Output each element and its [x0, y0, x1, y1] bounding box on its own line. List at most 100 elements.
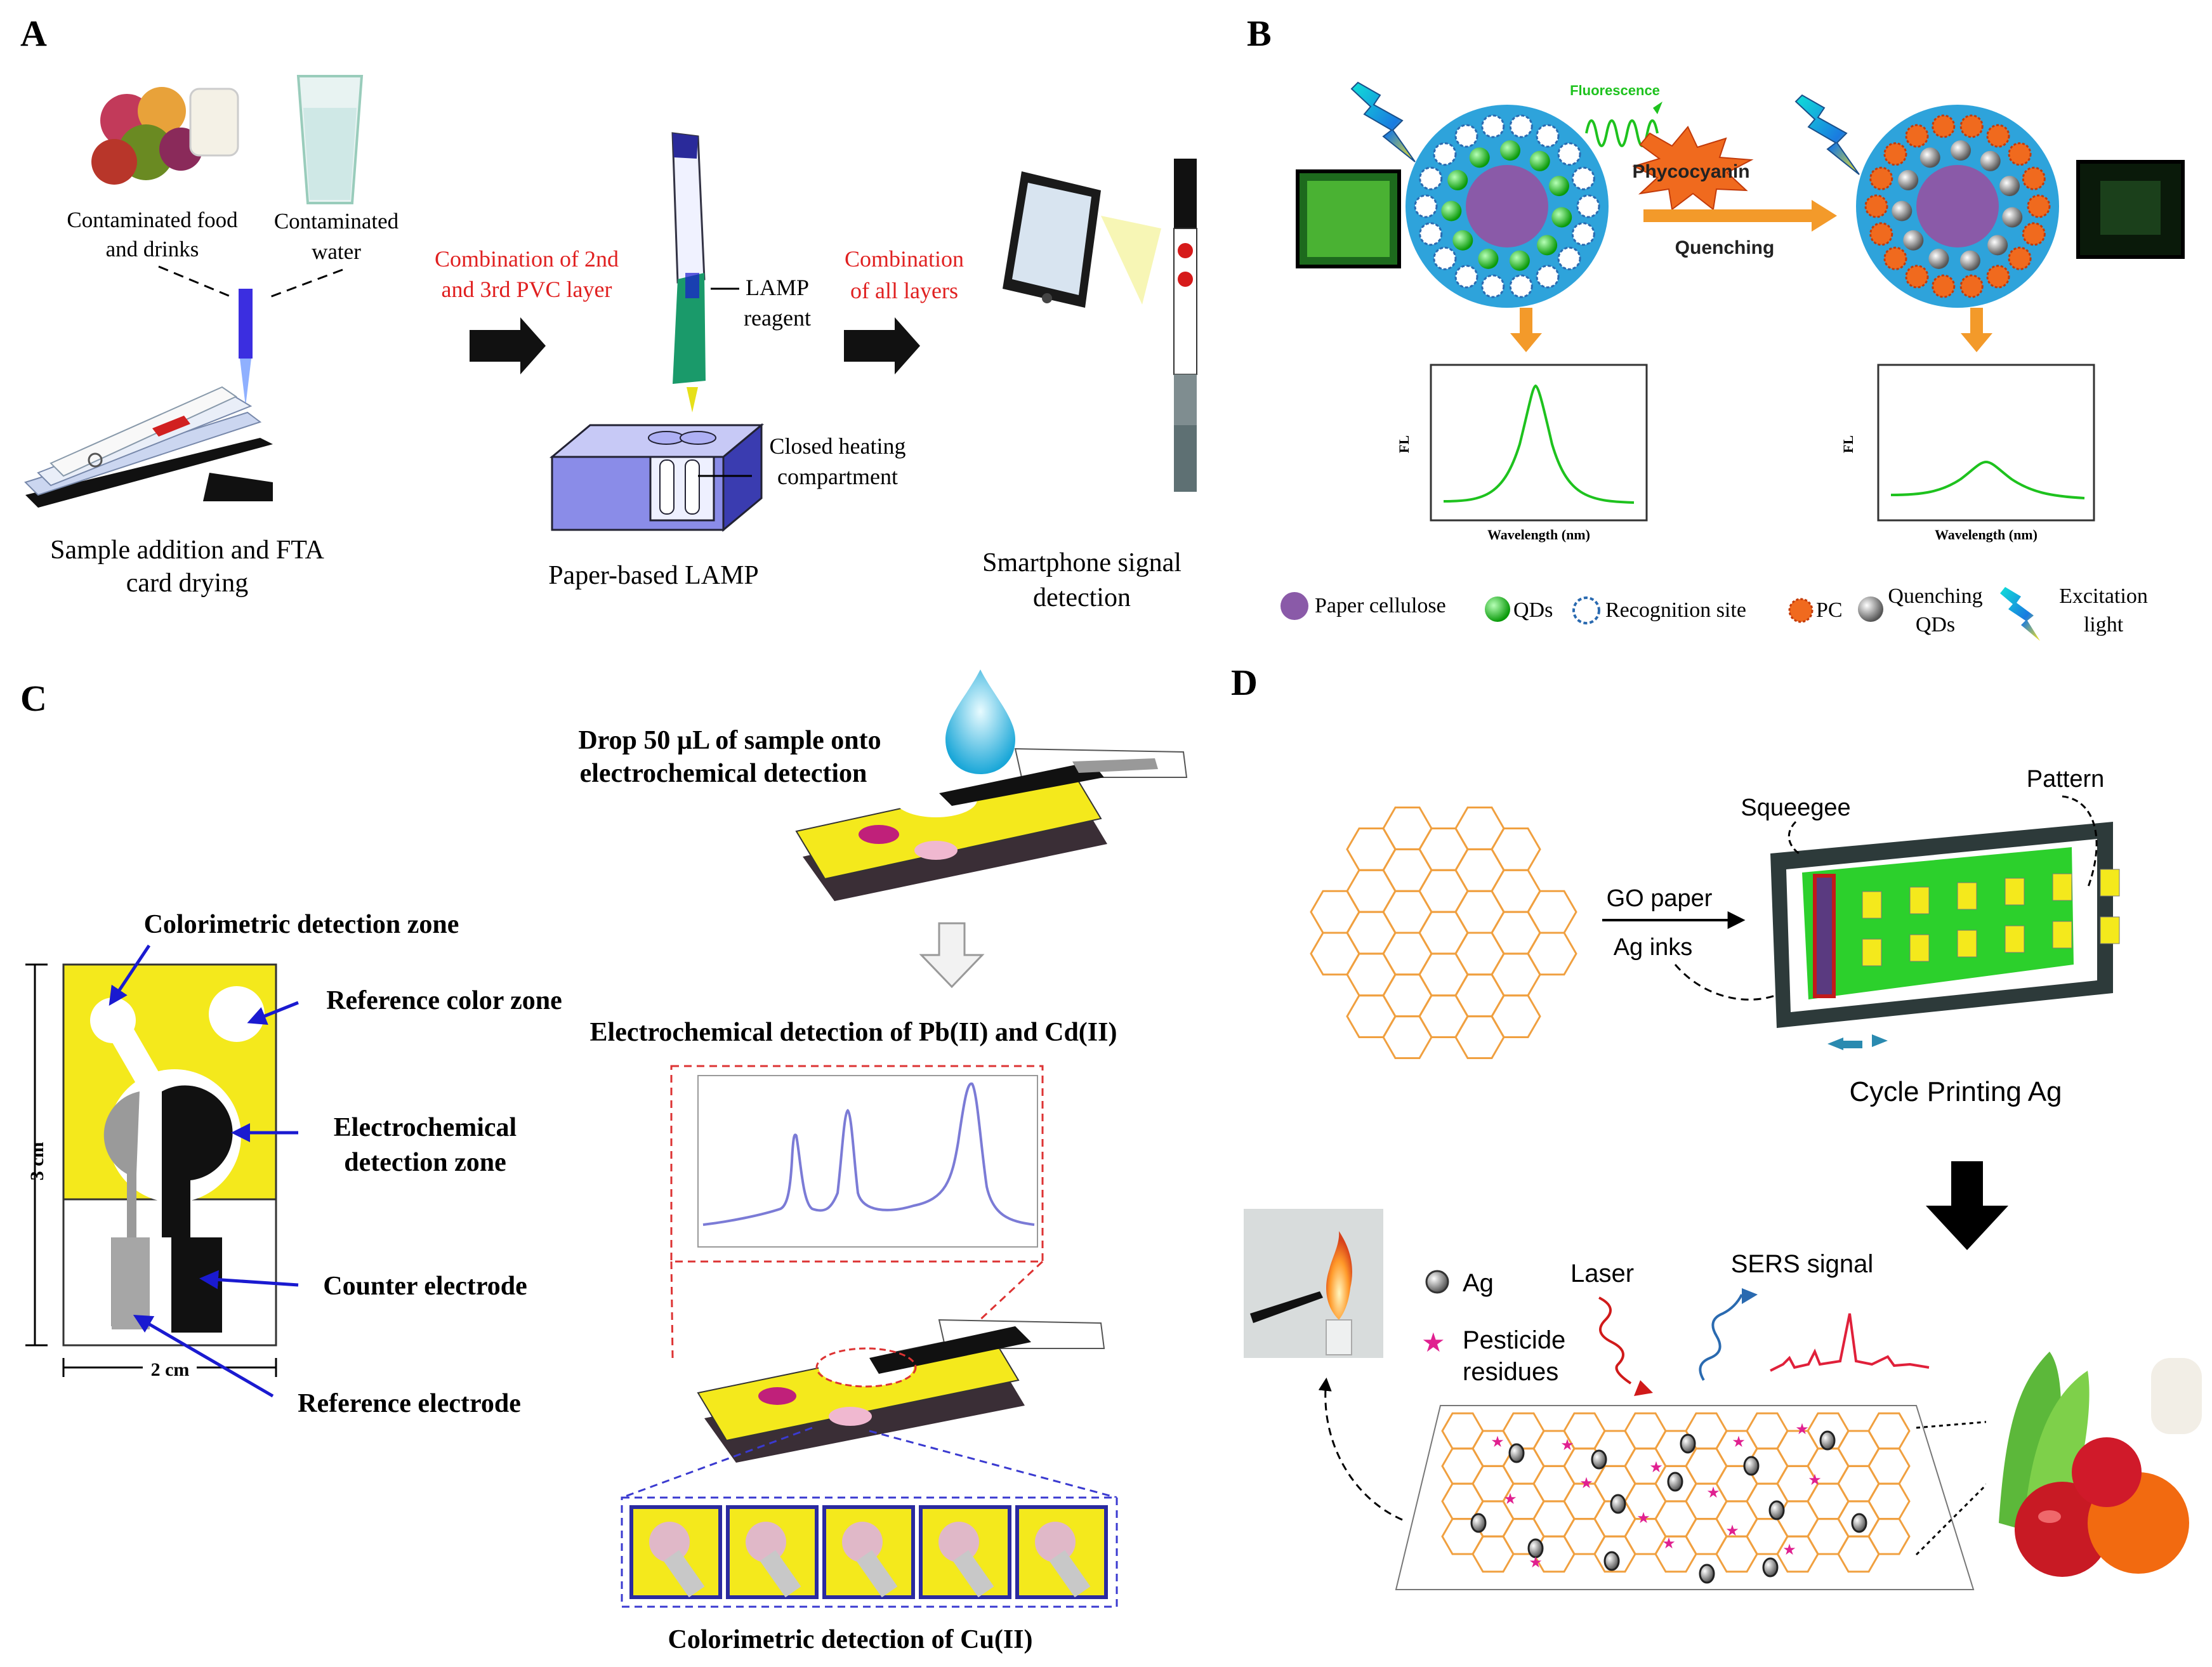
- panel-c: C 3 cm 2 cm Colorimetric detection: [20, 669, 1188, 1654]
- panel-c-letter: C: [20, 678, 47, 719]
- sers-substrate: ★★★★★★★★★★★★★★: [1395, 1405, 1975, 1590]
- fluorescence-label: Fluorescence: [1570, 82, 1660, 98]
- excitation-bolt-icon: [1350, 81, 1416, 162]
- dim-width-label: 2 cm: [151, 1359, 190, 1380]
- colorimetric-zone-label: Colorimetric detection zone: [144, 910, 459, 939]
- legend-recognition: Recognition site: [1605, 598, 1746, 622]
- pesticide-star: ★: [1706, 1485, 1720, 1501]
- sensor-schematic: [62, 963, 277, 1347]
- step2-label: Paper-based LAMP: [548, 561, 759, 590]
- pesticide-star: ★: [1529, 1555, 1543, 1571]
- go-paper-label: GO paper: [1607, 885, 1713, 912]
- device-bottom: [697, 1319, 1105, 1463]
- water-drop-icon: [945, 669, 1015, 774]
- legend-paper: Paper cellulose: [1315, 594, 1446, 617]
- pesticide-label-1: Pesticide: [1463, 1326, 1565, 1354]
- pesticide-star: ★: [1636, 1510, 1650, 1527]
- pesticide-star: ★: [1808, 1472, 1822, 1489]
- sers-spectrum: [1770, 1313, 1930, 1372]
- counter-electrode-label: Counter electrode: [323, 1272, 527, 1301]
- big-down-arrow: [1926, 1161, 2008, 1250]
- panel-a-letter: A: [20, 13, 47, 54]
- pesticide-star: ★: [1649, 1459, 1663, 1476]
- electrochem-zone-label-1: Electrochemical: [334, 1113, 517, 1142]
- step1-label-2: card drying: [126, 569, 248, 598]
- down-arrow-left: [1510, 308, 1542, 352]
- printing-frame: [1770, 822, 2120, 1050]
- voltammogram: [670, 1065, 1044, 1263]
- legend-excitation-icon: [2000, 587, 2040, 641]
- pesticide-star: ★: [1795, 1421, 1809, 1438]
- water-label-2: water: [312, 239, 361, 264]
- fruit-icon: [91, 87, 239, 185]
- electrochem-zone-label-2: detection zone: [344, 1148, 506, 1177]
- colorimetric-cu-label: Colorimetric detection of Cu(II): [668, 1625, 1033, 1654]
- pesticide-star: ★: [1662, 1536, 1676, 1552]
- cycle-printing-label: Cycle Printing Ag: [1849, 1076, 2062, 1107]
- pipette-icon: [239, 289, 253, 406]
- comb1-label-1: Combination of 2nd: [435, 246, 619, 272]
- laser-label: Laser: [1570, 1260, 1634, 1288]
- fl-axis-label-2: FL: [1840, 435, 1856, 453]
- pesticide-star: ★: [1491, 1434, 1504, 1451]
- reference-electrode-label: Reference electrode: [298, 1389, 521, 1418]
- step1-label-1: Sample addition and FTA: [50, 536, 324, 565]
- phycocyanin-label: Phycocyanin: [1632, 161, 1749, 182]
- closed-heating-1: Closed heating: [770, 433, 906, 459]
- panel-a: A Contaminated food and drinks Contamina…: [20, 13, 1197, 612]
- heating-box: [549, 423, 765, 532]
- ag-legend-label: Ag: [1463, 1269, 1494, 1297]
- pesticide-star: ★: [1782, 1542, 1796, 1558]
- laser-wave: [1598, 1296, 1632, 1385]
- fl-plot-before: FL Wavelength (nm): [1396, 364, 1648, 543]
- colorimetric-strip: [621, 1496, 1118, 1608]
- comb1-label-2: and 3rd PVC layer: [442, 277, 612, 302]
- legend-excitation-1: Excitation: [2059, 584, 2148, 608]
- step3-label-2: detection: [1033, 583, 1131, 612]
- process-arrow-1: [470, 317, 546, 374]
- signal-strip: [1173, 159, 1197, 492]
- squeegee-label: Squeegee: [1741, 794, 1850, 821]
- closed-heating-2: compartment: [777, 464, 898, 489]
- vegetables-photo: [1986, 1345, 2202, 1586]
- comb2-label-2: of all layers: [850, 278, 958, 303]
- paper-disk-before: [1406, 105, 1609, 308]
- lamp-reagent-1: LAMP: [746, 275, 809, 300]
- fl-axis-label: FL: [1396, 435, 1412, 453]
- sers-signal-label: SERS signal: [1731, 1250, 1874, 1278]
- legend-pc: PC: [1816, 598, 1843, 622]
- go-honeycomb: [1310, 807, 1577, 1059]
- panel-b: B Fluorescence Phycocyanin Quenching: [1247, 13, 2185, 641]
- water-label-1: Contaminated: [274, 209, 399, 234]
- lamp-strip: [671, 132, 706, 412]
- pesticide-star: ★: [1725, 1523, 1739, 1539]
- food-label-1: Contaminated food: [67, 208, 238, 232]
- quenching-arrow: [1643, 200, 1837, 232]
- pesticide-star: ★: [1579, 1475, 1593, 1492]
- pesticide-star: ★: [1503, 1491, 1517, 1508]
- smartphone-icon: [1003, 171, 1161, 308]
- pesticide-label-2: residues: [1463, 1358, 1558, 1386]
- drop-label-2: electrochemical detection: [580, 759, 867, 788]
- drop-label-1: Drop 50 µL of sample onto: [578, 726, 881, 755]
- pesticide-star: ★: [1560, 1437, 1574, 1454]
- food-label-2: and drinks: [106, 237, 199, 261]
- quenching-label: Quenching: [1675, 237, 1775, 258]
- legend-qds: QDs: [1513, 598, 1553, 622]
- legend-quenching-2: QDs: [1916, 613, 1955, 636]
- flame-photo: [1244, 1209, 1383, 1358]
- comb2-label-1: Combination: [845, 246, 964, 272]
- lamp-reagent-2: reagent: [744, 305, 811, 331]
- sers-wave: [1699, 1294, 1743, 1381]
- step3-label-1: Smartphone signal: [982, 548, 1182, 577]
- reference-color-zone-label: Reference color zone: [326, 986, 562, 1015]
- wavelength-label-2: Wavelength (nm): [1935, 527, 2038, 543]
- panel-b-legend: Paper cellulose QDs Recognition site PC …: [1280, 584, 2148, 641]
- fl-plot-after: FL Wavelength (nm): [1840, 364, 2095, 543]
- ag-inks-label: Ag inks: [1614, 934, 1693, 961]
- process-arrow-2: [844, 317, 920, 374]
- ec-detection-label: Electrochemical detection of Pb(II) and …: [590, 1018, 1117, 1047]
- legend-quenching-1: Quenching: [1888, 584, 1982, 608]
- panel-d: D GO paper Ag inks Squeegee Pattern Cycl…: [1231, 662, 2202, 1590]
